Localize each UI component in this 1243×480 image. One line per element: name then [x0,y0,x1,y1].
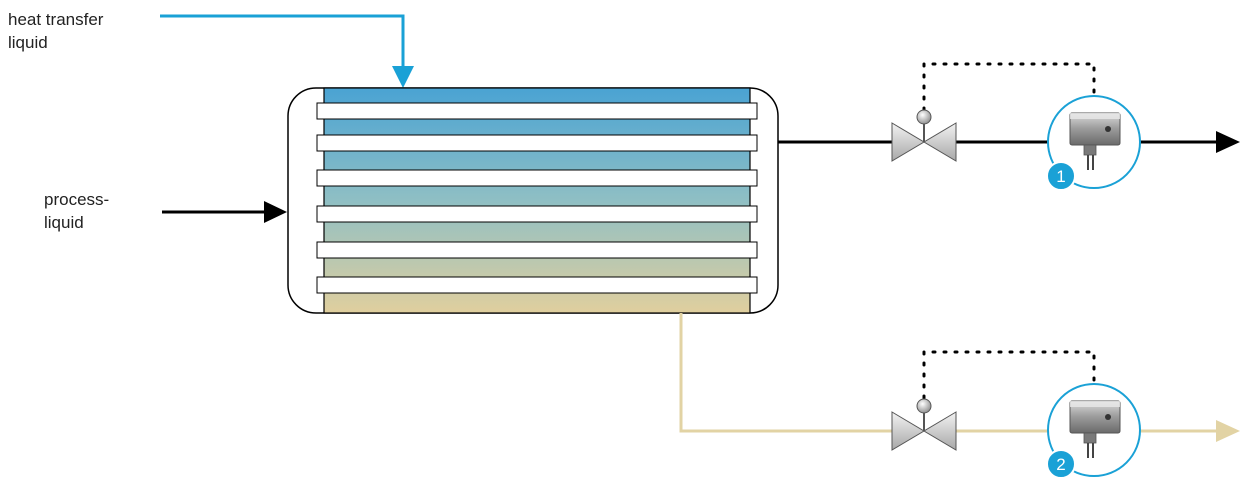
product-outlet-pipe [679,313,1240,442]
control-valve-icon[interactable] [891,398,957,451]
heat-transfer-inlet-pipe [160,14,414,88]
sensor-badge-1: 1 [1046,161,1076,191]
process-label-line2: liquid [44,213,84,232]
product-outlet-arrow-icon [1216,420,1240,442]
process-inlet-arrow-icon [264,201,287,223]
heat-transfer-label-line2: liquid [8,33,48,52]
sensor-badge-1-number: 1 [1056,167,1065,186]
control-loop-2: 2 [891,350,1141,479]
control-valve-icon[interactable] [891,109,957,162]
sensor-badge-2: 2 [1046,449,1076,479]
sensor-badge-2-number: 2 [1056,455,1065,474]
exchanger-plate-pack [323,87,751,314]
process-outlet-pipe [778,131,1240,153]
heat-transfer-liquid-label: heat transfer liquid [8,8,103,54]
process-inlet-pipe [162,201,287,223]
exchanger-baffles [316,102,758,294]
heat-exchanger [287,87,779,314]
process-outlet-arrow-icon [1216,131,1240,153]
process-liquid-label: process- liquid [44,188,109,234]
heat-transfer-label-line1: heat transfer [8,10,104,29]
control-loop-1: 1 [891,62,1141,191]
signal-line-2 [922,350,1096,400]
process-label-line1: process- [44,190,110,209]
signal-line-1 [922,62,1096,112]
heat-transfer-arrow-icon [392,66,414,88]
